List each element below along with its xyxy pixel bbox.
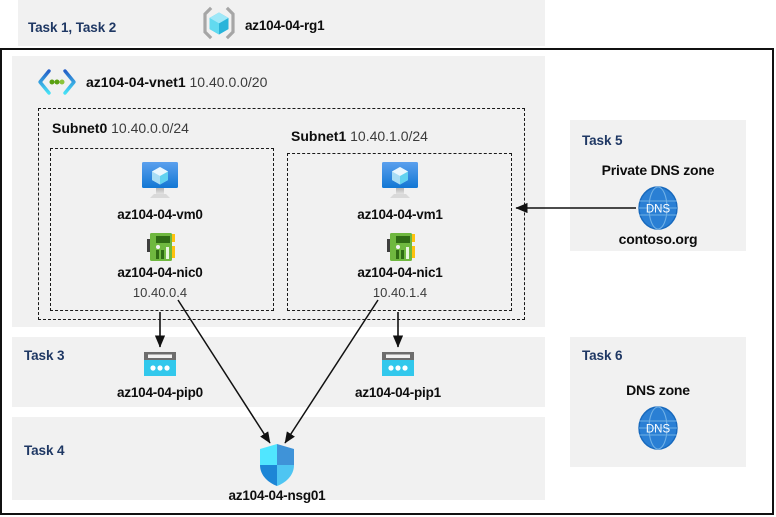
virtual-machine-icon (137, 160, 183, 202)
resource-group-name: az104-04-rg1 (245, 18, 325, 33)
dns-zone-icon: DNS (636, 185, 680, 231)
subnet1-cidr: 10.40.1.0/24 (350, 128, 428, 144)
subnets-container (38, 108, 525, 320)
vm0-label: az104-04-vm0 (117, 207, 203, 222)
subnet0-box (50, 148, 274, 311)
resource-group-icon (202, 6, 236, 40)
network-interface-icon (144, 231, 178, 263)
task-1-2-band (18, 0, 545, 46)
task-3-label: Task 3 (24, 348, 65, 363)
dns-icon-text: DNS (646, 204, 671, 216)
subnet1-box (287, 153, 512, 311)
subnet0-header: Subnet0 10.40.0.0/24 (52, 120, 189, 136)
private-dns-zone-heading: Private DNS zone (601, 162, 715, 178)
subnet0-cidr: 10.40.0.0/24 (111, 120, 189, 136)
subnet1-name: Subnet1 (291, 128, 347, 144)
vnet-header: az104-04-vnet1 10.40.0.0/20 (86, 74, 267, 90)
diagram-outer-border (0, 48, 774, 515)
vnet-panel (12, 56, 545, 327)
pip1-label: az104-04-pip1 (355, 385, 441, 400)
task-5-label: Task 5 (582, 133, 623, 148)
network-interface-icon (384, 231, 418, 263)
virtual-machine-icon (377, 160, 423, 202)
dns-zone-heading: DNS zone (626, 382, 690, 398)
contoso-zone-name: contoso.org (618, 231, 698, 247)
dns-zone-icon: DNS (636, 405, 680, 451)
nsg-label: az104-04-nsg01 (228, 488, 326, 503)
task-3-band (12, 337, 545, 407)
vnet-cidr: 10.40.0.0/20 (189, 74, 268, 90)
nic0-label: az104-04-nic0 (117, 265, 203, 280)
dns-icon-text: DNS (646, 424, 671, 436)
nic1-label: az104-04-nic1 (357, 265, 443, 280)
task-1-2-label: Task 1, Task 2 (28, 20, 117, 35)
task-6-label: Task 6 (582, 348, 623, 363)
nic1-ip: 10.40.1.4 (372, 285, 428, 300)
public-ip-icon (141, 350, 179, 380)
public-ip-icon (379, 350, 417, 380)
nic0-ip: 10.40.0.4 (132, 285, 188, 300)
vnet-name: az104-04-vnet1 (86, 74, 186, 90)
subnet0-name: Subnet0 (52, 120, 108, 136)
network-security-group-icon (258, 443, 296, 487)
subnet1-header: Subnet1 10.40.1.0/24 (291, 128, 428, 144)
vm1-label: az104-04-vm1 (357, 207, 443, 222)
virtual-network-icon (37, 69, 77, 95)
pip0-label: az104-04-pip0 (117, 385, 203, 400)
task-4-label: Task 4 (24, 443, 65, 458)
